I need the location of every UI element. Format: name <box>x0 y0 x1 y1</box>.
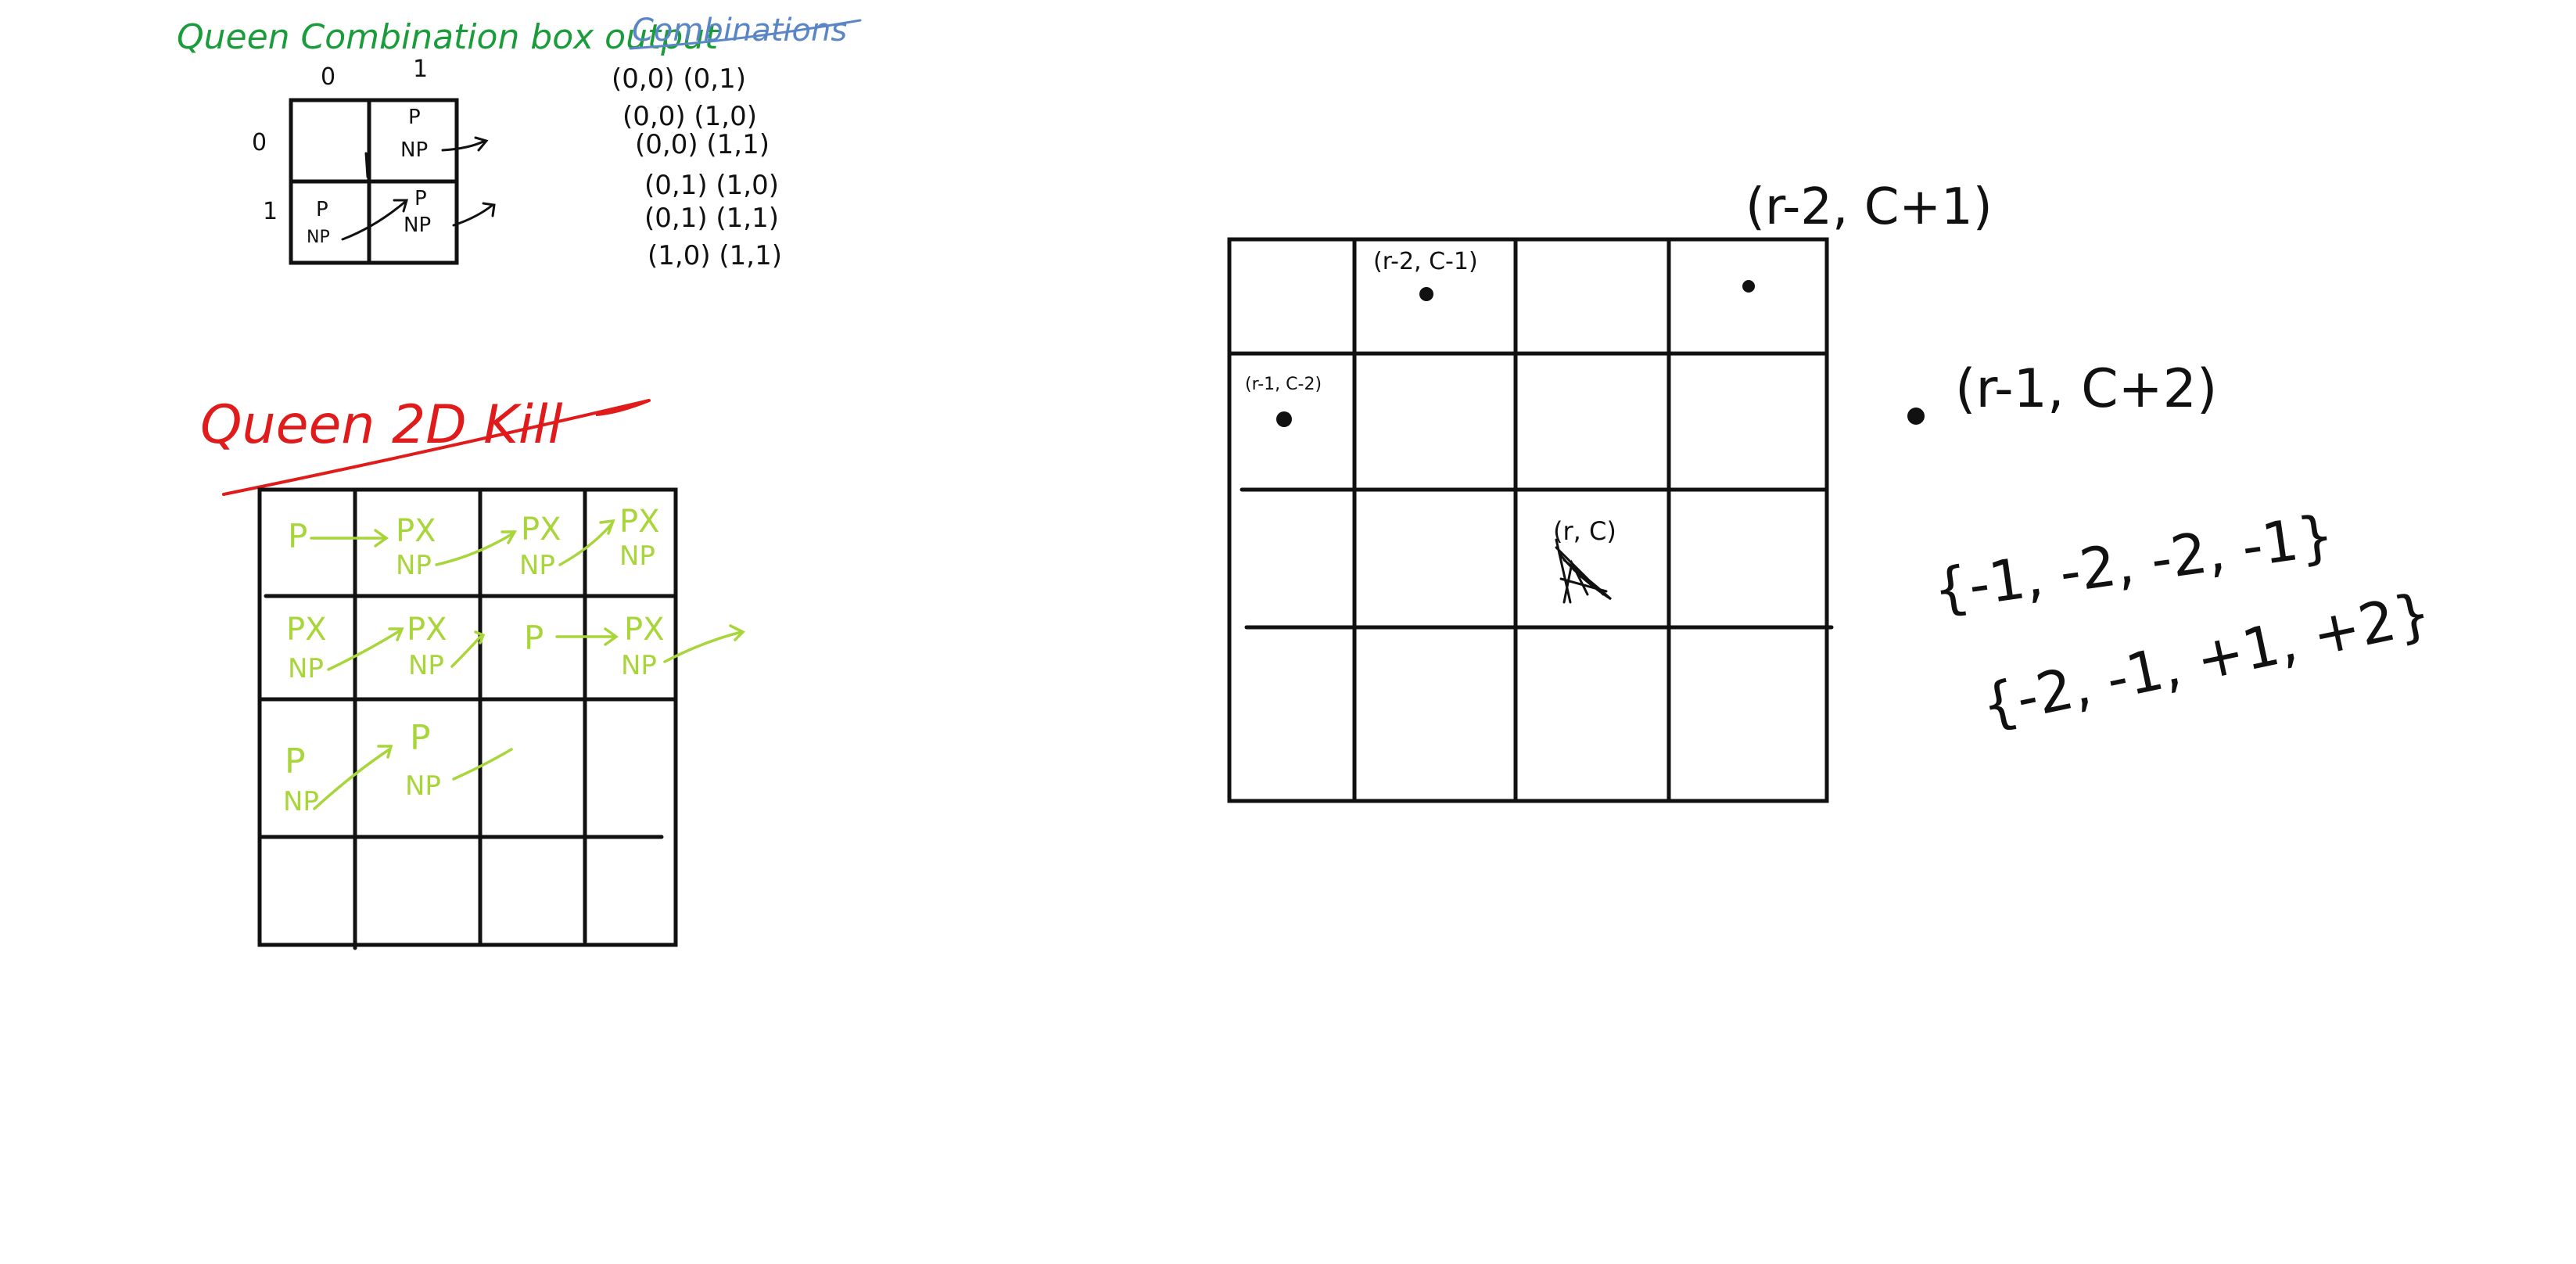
r2-c2-px: PX <box>407 612 447 648</box>
pair-5: (0,1) (1,1) <box>644 203 779 234</box>
arrow-c11-out <box>452 202 496 227</box>
cell-label-top: (r-2, C-1) <box>1373 248 1478 275</box>
r1-c2-np: NP <box>396 550 432 581</box>
arrow-c00-down <box>364 152 369 178</box>
combination-section: Queen Combination box output Combination… <box>177 13 862 271</box>
col-header-1: 1 <box>413 56 428 83</box>
arrow-r2-4 <box>663 624 745 663</box>
kill-grid <box>257 487 678 950</box>
queen-kill-title: Queen 2D Kill <box>200 394 563 456</box>
pair-4: (0,1) (1,0) <box>644 170 779 201</box>
arrow-c10-to-c11 <box>341 199 408 241</box>
cell-01-top: P <box>408 106 421 129</box>
combinations-label: Combinations <box>632 13 847 48</box>
arrow-r3-2 <box>452 748 513 781</box>
col-header-0: 0 <box>321 63 335 91</box>
cell-10-bottom: NP <box>307 228 330 247</box>
arrow-r3-1 <box>313 745 393 810</box>
arrow-r1-3 <box>558 519 615 566</box>
r1-c4-np: NP <box>619 540 655 572</box>
r1-c1-p: P <box>288 517 307 555</box>
arrow-r1-1 <box>310 529 389 548</box>
arrow-c01-out <box>441 136 489 152</box>
r3-c2-p: P <box>410 718 431 758</box>
r2-c3-p: P <box>524 619 544 657</box>
offset-set-1: {-1, -2, -2, -1} <box>1929 502 2338 623</box>
cell-11-top: P <box>414 187 427 210</box>
dot-top <box>1419 287 1433 301</box>
r2-c2-np: NP <box>408 650 444 681</box>
top-right-label: (r-2, C+1) <box>1745 178 1993 236</box>
r3-c1-np: NP <box>283 786 319 817</box>
row-header-0: 0 <box>252 129 267 156</box>
arrow-r2-1 <box>327 627 404 671</box>
pair-3: (0,0) (1,1) <box>635 129 770 160</box>
row-header-1: 1 <box>263 198 278 225</box>
r1-c3-np: NP <box>519 550 555 581</box>
queen-scribble <box>1555 538 1613 604</box>
knight-moves-section: (r-2, C+1) (r-2, C-1) (r-1, C-2) (r, C) … <box>1227 178 2437 803</box>
pair-1: (0,0) (0,1) <box>612 63 746 95</box>
r1-c2-px: PX <box>396 513 436 549</box>
r3-c1-p: P <box>285 742 306 781</box>
cell-10-top: P <box>316 198 328 221</box>
pair-6: (1,0) (1,1) <box>648 240 782 271</box>
combination-grid <box>289 98 459 265</box>
r1-c4-px: PX <box>619 504 660 540</box>
arrow-r1-2 <box>435 530 518 566</box>
cell-01-bottom: NP <box>400 138 428 162</box>
combination-title: Queen Combination box output <box>177 17 719 57</box>
r2-c4-px: PX <box>624 612 665 648</box>
dot-top-right <box>1742 280 1755 293</box>
combinations-underline <box>629 19 862 50</box>
cell-label-left: (r-1, C-2) <box>1245 375 1322 394</box>
dot-right <box>1907 408 1925 425</box>
cell-11-bottom: NP <box>404 214 431 237</box>
center-label: (r, C) <box>1553 516 1616 546</box>
r2-c1-np: NP <box>288 653 324 684</box>
arrow-r2-2 <box>450 630 486 668</box>
arrow-r2-3 <box>555 627 619 646</box>
dot-left <box>1276 411 1292 427</box>
r3-c2-np: NP <box>405 770 441 802</box>
pair-2: (0,0) (1,0) <box>622 101 757 132</box>
r2-c1-px: PX <box>286 612 327 648</box>
right-label: (r-1, C+2) <box>1955 358 2217 420</box>
r2-c4-np: NP <box>621 650 657 681</box>
knight-grid <box>1227 237 1834 803</box>
r1-c3-px: PX <box>521 512 561 548</box>
queen-2d-kill-section: Queen 2D Kill P PX NP PX NP PX NP PX NP … <box>200 394 745 950</box>
queen-kill-underline <box>222 399 651 496</box>
